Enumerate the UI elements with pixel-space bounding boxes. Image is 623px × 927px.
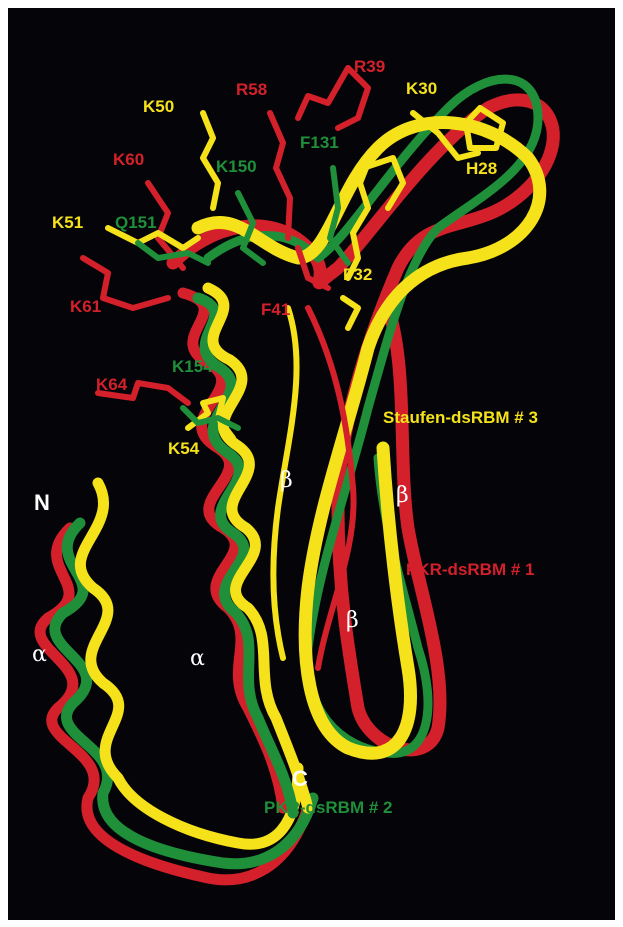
residue-label-h28: H28 (466, 160, 497, 177)
residue-label-f41: F41 (261, 301, 290, 318)
residue-label-f32: F32 (343, 266, 372, 283)
beta-label-3: β (346, 610, 359, 632)
n-terminus-label: N (34, 492, 50, 514)
alpha-label-2: α (190, 648, 205, 670)
residue-label-q151: Q151 (115, 214, 157, 231)
residue-label-k61: K61 (70, 298, 101, 315)
residue-label-f131: F131 (300, 134, 339, 151)
residue-label-k54: K54 (168, 440, 199, 457)
residue-label-k150: K150 (216, 158, 257, 175)
alpha-label-1: α (32, 644, 47, 666)
residue-label-k60: K60 (113, 151, 144, 168)
residue-label-k51: K51 (52, 214, 83, 231)
residue-label-r58: R58 (236, 81, 267, 98)
domain-label-pkr1: PKR-dsRBM # 1 (406, 561, 534, 578)
beta-label-2: β (396, 485, 409, 507)
residue-label-k64: K64 (96, 376, 127, 393)
residue-label-k30: K30 (406, 80, 437, 97)
domain-label-pkr2: PKR-dsRBM # 2 (264, 799, 392, 816)
c-terminus-label: C (292, 768, 308, 790)
residue-label-k154: K154 (172, 358, 213, 375)
residue-label-r39: R39 (354, 58, 385, 75)
protein-structure-figure: R39 K30 R58 K50 F131 K60 K150 H28 K51 Q1… (8, 8, 615, 920)
residue-label-k50: K50 (143, 98, 174, 115)
beta-label-1: β (280, 470, 293, 492)
domain-label-staufen: Staufen-dsRBM # 3 (383, 409, 538, 426)
